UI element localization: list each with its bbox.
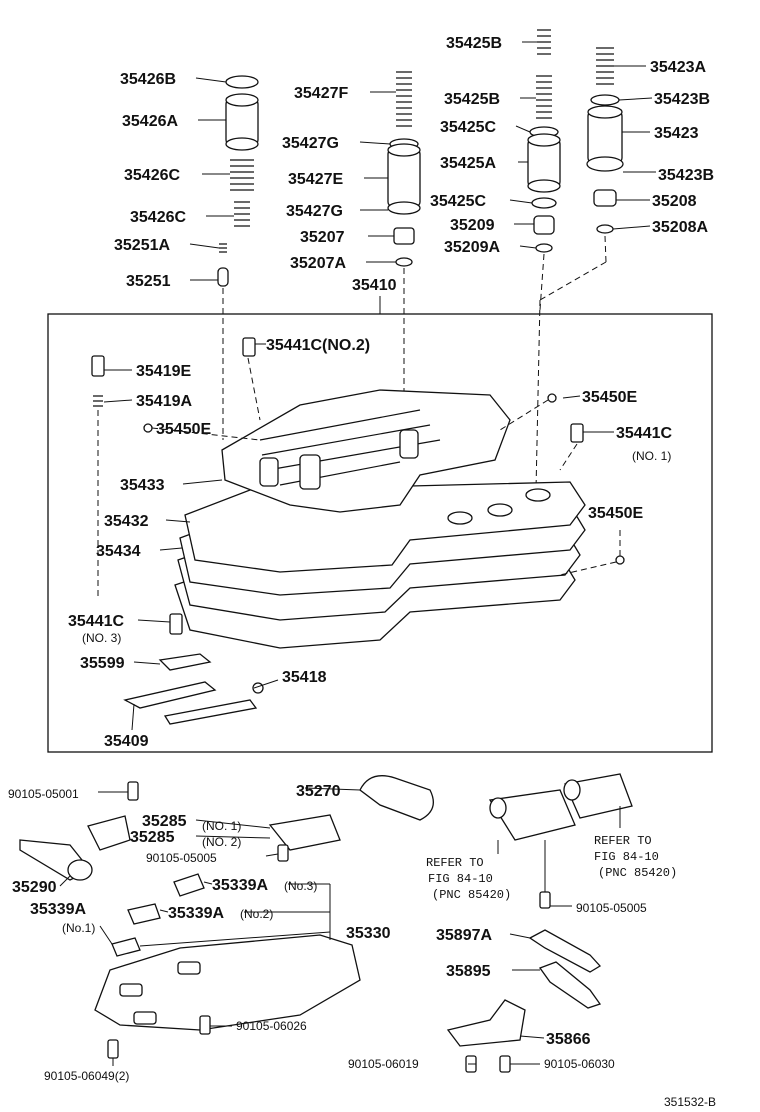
label-35423B-bot: 35423B (658, 167, 714, 184)
label-90105-05005-b: 90105-05005 (576, 901, 647, 915)
label-35450E-r2: 35450E (588, 505, 643, 522)
label-90105-06026: 90105-06026 (236, 1019, 307, 1033)
label-refer1-a: REFER TO (426, 856, 484, 870)
valve-body-plates (174, 389, 586, 649)
label-35450E-l: 35450E (156, 421, 211, 438)
valve-body-dashed-lines (97, 357, 621, 600)
label-35251A: 35251A (114, 237, 170, 254)
label-90105-06030: 90105-06030 (544, 1057, 615, 1071)
label-no1-285: (NO. 1) (202, 819, 241, 833)
valve-body-frame (47, 296, 713, 753)
label-35427F: 35427F (294, 85, 348, 102)
label-35425C-bot: 35425C (430, 193, 486, 210)
label-35423A: 35423A (650, 59, 706, 76)
label-35441C-l: 35441C (68, 613, 124, 630)
part-35427-stack (387, 71, 421, 267)
label-no3: (NO. 3) (82, 631, 121, 645)
label-90105-06019: 90105-06019 (348, 1057, 419, 1071)
label-refer2-a: REFER TO (594, 834, 652, 848)
label-35423: 35423 (654, 125, 699, 142)
label-35432: 35432 (104, 513, 149, 530)
leader-lines-lower-right (468, 806, 621, 1065)
label-35426A: 35426A (122, 113, 178, 130)
label-refer2-b: FIG 84-10 (594, 850, 659, 864)
label-35427G-top: 35427G (282, 135, 339, 152)
label-refer1-c: (PNC 85420) (432, 888, 511, 902)
label-35207A: 35207A (290, 255, 346, 272)
label-35208: 35208 (652, 193, 697, 210)
label-35425A: 35425A (440, 155, 496, 172)
label-no2-339: (No.2) (240, 907, 273, 921)
label-35339A-l: 35339A (30, 901, 86, 918)
label-35426C-bot: 35426C (130, 209, 186, 226)
label-35339A-c: 35339A (212, 877, 268, 894)
label-35339A-m: 35339A (168, 905, 224, 922)
label-35426C-top: 35426C (124, 167, 180, 184)
label-35423B-top: 35423B (654, 91, 710, 108)
label-35410: 35410 (352, 277, 397, 294)
label-no3-339: (No.3) (284, 879, 317, 893)
label-35419A: 35419A (136, 393, 192, 410)
label-35285-b: 35285 (130, 829, 175, 846)
label-35208A: 35208A (652, 219, 708, 236)
label-35599: 35599 (80, 655, 125, 672)
label-refer1-b: FIG 84-10 (428, 872, 493, 886)
label-35434: 35434 (96, 543, 141, 560)
lower-right-parts (446, 773, 633, 1073)
valve-body-small-parts (91, 337, 625, 725)
label-35895: 35895 (446, 963, 491, 980)
label-35409: 35409 (104, 733, 149, 750)
label-35419E: 35419E (136, 363, 191, 380)
leader-lines-lower-left (59, 787, 361, 1066)
part-35425-stack (527, 29, 561, 253)
label-35270: 35270 (296, 783, 341, 800)
label-35897A: 35897A (436, 927, 492, 944)
label-90105-06049: 90105-06049(2) (44, 1069, 129, 1083)
label-35433: 35433 (120, 477, 165, 494)
diagram-id: 351532-B (664, 1095, 716, 1109)
label-35441C-no2: 35441C(NO.2) (266, 337, 370, 354)
label-35441C-r: 35441C (616, 425, 672, 442)
label-35427G-bot: 35427G (286, 203, 343, 220)
part-35423-stack (586, 47, 624, 234)
label-35426B: 35426B (120, 71, 176, 88)
leader-lines-top (189, 41, 656, 281)
label-35425B-top: 35425B (446, 35, 502, 52)
label-90105-05005-a: 90105-05005 (146, 851, 217, 865)
assembly-axes (222, 235, 607, 491)
part-labels: 35425B 35426B 35423A 35427F 35425B 35423… (8, 35, 716, 1109)
label-35330: 35330 (346, 925, 391, 942)
label-no1-r: (NO. 1) (632, 449, 671, 463)
label-35427E: 35427E (288, 171, 343, 188)
label-35418: 35418 (282, 669, 327, 686)
label-35207: 35207 (300, 229, 345, 246)
label-no2-285: (NO. 2) (202, 835, 241, 849)
label-35290: 35290 (12, 879, 57, 896)
label-refer2-c: (PNC 85420) (598, 866, 677, 880)
label-35866: 35866 (546, 1031, 591, 1048)
leader-lines-box (103, 343, 614, 731)
label-90105-05001: 90105-05001 (8, 787, 79, 801)
label-35209: 35209 (450, 217, 495, 234)
label-35209A: 35209A (444, 239, 500, 256)
label-35425B: 35425B (444, 91, 500, 108)
label-35251: 35251 (126, 273, 171, 290)
label-no1-339: (No.1) (62, 921, 95, 935)
label-35450E-r1: 35450E (582, 389, 637, 406)
label-35285-a: 35285 (142, 813, 187, 830)
label-35425C-top: 35425C (440, 119, 496, 136)
part-35426-stack (217, 75, 259, 287)
